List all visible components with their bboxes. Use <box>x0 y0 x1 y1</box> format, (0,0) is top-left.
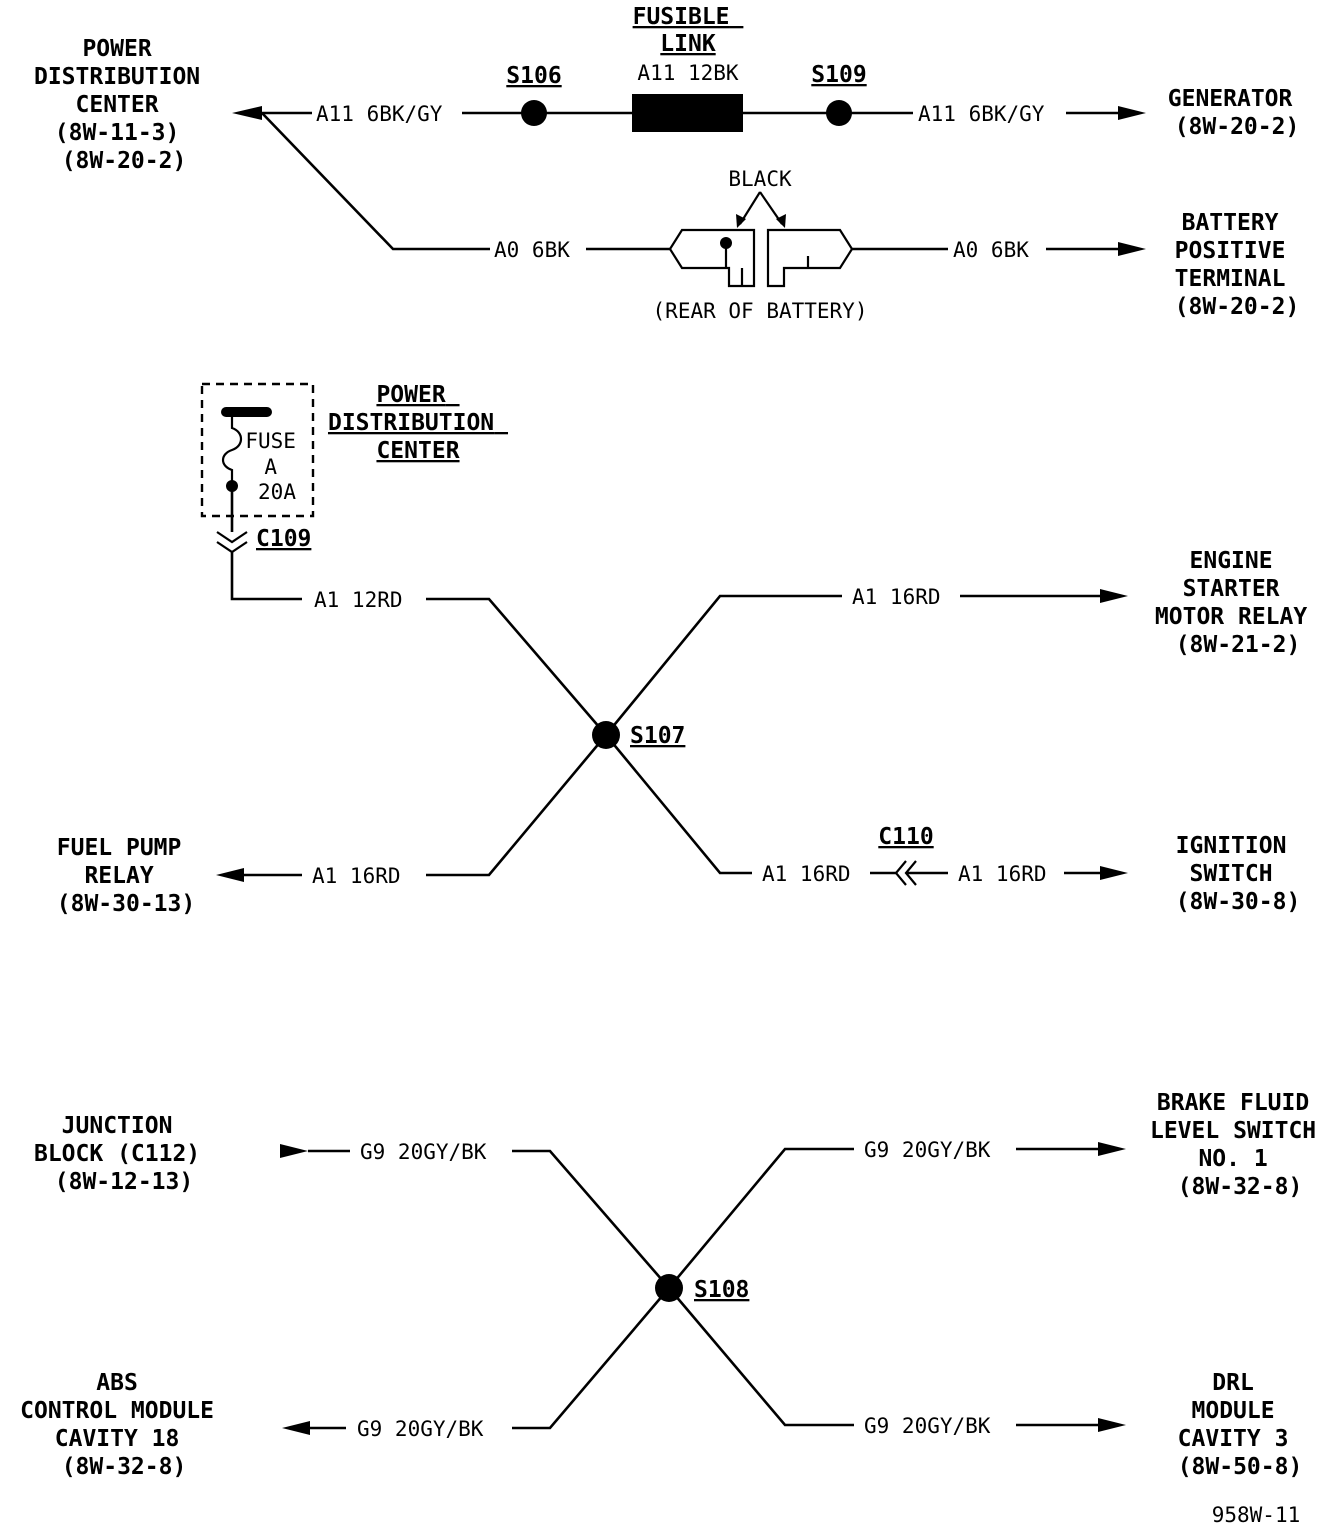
splice-s109-label: S109 <box>811 62 866 88</box>
battery-terminal-label: BATTERY POSITIVE TERMINAL (8W-20-2) <box>1175 210 1300 320</box>
wire-a1-in <box>426 597 607 736</box>
fusible-link-body <box>632 94 743 132</box>
black-arrowhead-right-icon <box>776 214 786 228</box>
wire-a1-fuel-label: A1 16RD <box>312 864 401 888</box>
wire-a0-left-label: A0 6BK <box>494 238 570 262</box>
pdc-fuse-box <box>200 382 315 518</box>
wire-a11-right-label: A11 6BK/GY <box>918 102 1045 126</box>
wire-a0-diagonal <box>261 112 490 251</box>
ignition-switch-label: IGNITION SWITCH (8W-30-8) <box>1176 833 1301 915</box>
wire-a1-ign-right-label: A1 16RD <box>958 862 1047 886</box>
wire-g9-drl-label: G9 20GY/BK <box>864 1414 991 1438</box>
middle-section: FUSE A 20A POWER DISTRIBUTION CENTER C10… <box>57 382 1321 917</box>
wire-g9-drl <box>668 1287 854 1427</box>
wire-a1-in-stub <box>230 552 302 601</box>
starter-relay-label: ENGINE STARTER MOTOR RELAY (8W-21-2) <box>1155 548 1321 658</box>
wire-g9-abs-label: G9 20GY/BK <box>357 1417 484 1441</box>
wire-a1-starter <box>604 594 842 736</box>
wire-a1-starter-label: A1 16RD <box>852 585 941 609</box>
junction-block-label: JUNCTION BLOCK (C112) (8W-12-13) <box>34 1113 214 1195</box>
splice-s109 <box>826 100 852 126</box>
fusible-link-wire-label: A11 12BK <box>637 61 739 85</box>
wire-a11-left-label: A11 6BK/GY <box>316 102 443 126</box>
fuel-arrow-icon <box>216 868 244 882</box>
pdc-middle-label: POWER DISTRIBUTION CENTER <box>328 382 508 464</box>
abs-arrow-icon <box>282 1421 310 1435</box>
top-section: POWER DISTRIBUTION CENTER (8W-11-3) (8W-… <box>34 4 1306 323</box>
bottom-section: JUNCTION BLOCK (C112) (8W-12-13) G9 20GY… <box>20 1090 1330 1480</box>
wire-g9-junction-label: G9 20GY/BK <box>360 1140 487 1164</box>
splice-s108-label: S108 <box>694 1277 749 1303</box>
battery-arrow-icon <box>1118 242 1146 256</box>
brake-fluid-switch-label: BRAKE FLUID LEVEL SWITCH NO. 1 (8W-32-8) <box>1150 1090 1330 1200</box>
wire-a1-in-label: A1 12RD <box>314 588 403 612</box>
connector-c109-icon <box>216 531 248 554</box>
wire-g9-brake-label: G9 20GY/BK <box>864 1138 991 1162</box>
fuel-pump-relay-label: FUEL PUMP RELAY (8W-30-13) <box>57 835 195 917</box>
splice-s106 <box>521 100 547 126</box>
wire-a1-fuel <box>426 734 607 877</box>
pdc-arrow-icon <box>232 106 262 120</box>
wire-a0-right-label: A0 6BK <box>953 238 1029 262</box>
black-label: BLACK <box>728 167 792 191</box>
black-arrowhead-left-icon <box>736 214 746 228</box>
wire-g9-abs <box>512 1287 670 1430</box>
battery-connector <box>668 228 854 288</box>
brake-arrow-icon <box>1098 1142 1126 1156</box>
wire-a1-ign-left <box>604 734 752 875</box>
abs-control-module-label: ABS CONTROL MODULE CAVITY 18 (8W-32-8) <box>20 1370 228 1480</box>
rear-of-battery-label: (REAR OF BATTERY) <box>653 299 868 323</box>
fuse-icon <box>221 412 243 486</box>
generator-arrow-icon <box>1118 106 1146 120</box>
drl-module-label: DRL MODULE CAVITY 3 (8W-50-8) <box>1178 1370 1303 1480</box>
wire-g9-junction <box>512 1149 670 1289</box>
fuse-label: FUSE A 20A <box>245 429 308 504</box>
ignition-arrow-icon <box>1100 866 1128 880</box>
wire-g9-brake <box>668 1147 854 1289</box>
wire-a1-ign-left-label: A1 16RD <box>762 862 851 886</box>
junction-arrow-icon <box>280 1144 308 1158</box>
pdc-top-label: POWER DISTRIBUTION CENTER (8W-11-3) (8W-… <box>34 36 214 174</box>
drl-arrow-icon <box>1098 1418 1126 1432</box>
fusible-link-label: FUSIBLE LINK <box>633 4 744 57</box>
generator-label: GENERATOR (8W-20-2) <box>1168 86 1306 140</box>
starter-arrow-icon <box>1100 589 1128 603</box>
connector-c109-label: C109 <box>256 526 311 552</box>
figure-id: 958W-11 <box>1212 1503 1301 1527</box>
splice-s107-label: S107 <box>630 723 685 749</box>
connector-c110-label: C110 <box>878 824 933 850</box>
splice-s106-label: S106 <box>506 63 561 89</box>
